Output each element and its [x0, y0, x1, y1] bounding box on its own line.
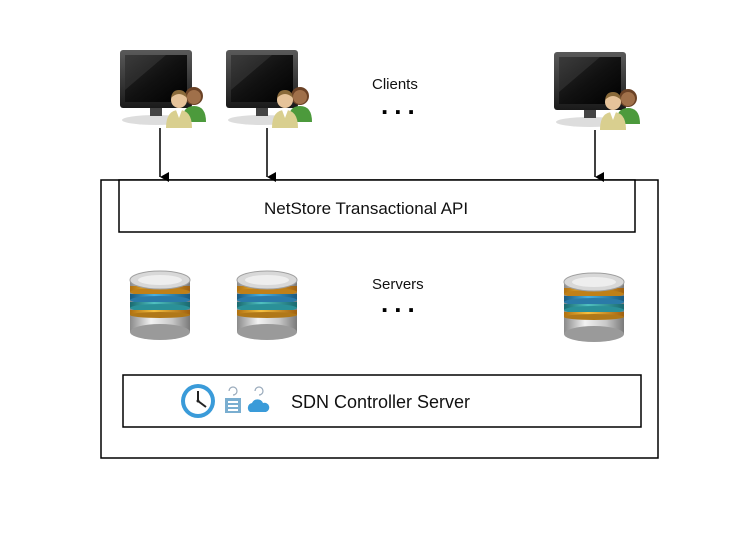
checklist-icon	[225, 386, 241, 413]
server-2-icon	[236, 270, 298, 341]
cloud-sync-icon	[247, 386, 270, 412]
api-label: NetStore Transactional API	[264, 199, 469, 218]
controller-label: SDN Controller Server	[291, 392, 471, 412]
server-3-icon	[563, 272, 625, 343]
server-1-icon	[129, 270, 191, 341]
clients-label: Clients	[372, 76, 418, 93]
servers-ellipsis: ...	[381, 288, 421, 318]
client-3-icon	[554, 52, 640, 130]
client-1-icon	[120, 50, 206, 128]
client-2-icon	[226, 50, 312, 128]
clients-ellipsis: ...	[381, 90, 421, 120]
api-box	[118, 179, 636, 233]
clock-icon	[181, 384, 215, 418]
servers-label: Servers	[372, 276, 424, 293]
